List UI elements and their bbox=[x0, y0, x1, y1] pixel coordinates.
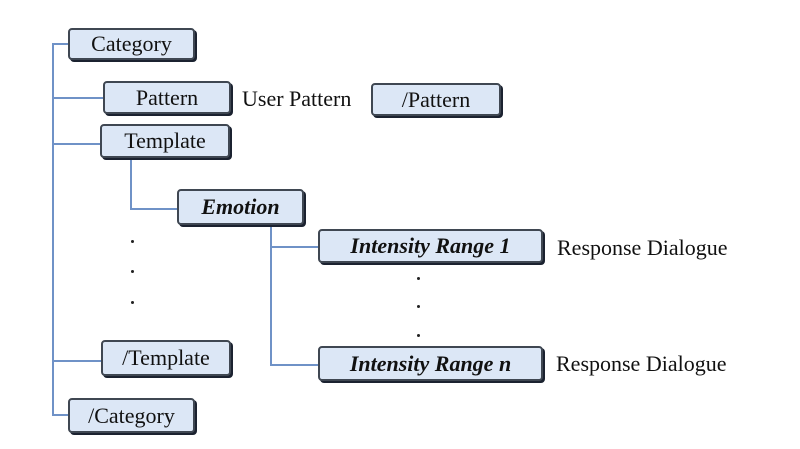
intensity-ellipsis-dot-3 bbox=[417, 334, 420, 337]
category-close-node: /Category bbox=[68, 398, 195, 433]
intensity-n-connector bbox=[270, 364, 318, 366]
template-ellipsis-dot-1 bbox=[131, 240, 134, 243]
template-open-connector bbox=[52, 143, 100, 145]
template-child-vertical-connector bbox=[130, 160, 132, 210]
pattern-connector bbox=[52, 97, 103, 99]
emotion-connector bbox=[130, 208, 177, 210]
user-pattern-label: User Pattern bbox=[242, 86, 352, 111]
intensity-ellipsis-dot-2 bbox=[417, 305, 420, 308]
template-close-node: /Template bbox=[101, 340, 231, 376]
pattern-open-node: Pattern bbox=[103, 81, 231, 114]
template-close-connector bbox=[52, 360, 101, 362]
main-vertical-connector bbox=[52, 44, 54, 414]
response-dialogue-n-label: Response Dialogue bbox=[556, 351, 727, 376]
emotion-node: Emotion bbox=[177, 189, 304, 225]
category-open-connector bbox=[52, 43, 68, 45]
template-open-node: Template bbox=[100, 124, 230, 158]
pattern-close-node: /Pattern bbox=[371, 83, 501, 116]
intensity-1-connector bbox=[270, 246, 318, 248]
category-open-node: Category bbox=[68, 28, 195, 60]
intensity-range-1-node: Intensity Range 1 bbox=[318, 229, 543, 263]
response-dialogue-1-label: Response Dialogue bbox=[557, 235, 728, 260]
template-ellipsis-dot-2 bbox=[131, 270, 134, 273]
emotion-child-vertical-connector bbox=[270, 226, 272, 366]
template-ellipsis-dot-3 bbox=[131, 301, 134, 304]
category-close-connector bbox=[52, 414, 68, 416]
intensity-ellipsis-dot-1 bbox=[417, 277, 420, 280]
intensity-range-n-node: Intensity Range n bbox=[318, 346, 543, 381]
